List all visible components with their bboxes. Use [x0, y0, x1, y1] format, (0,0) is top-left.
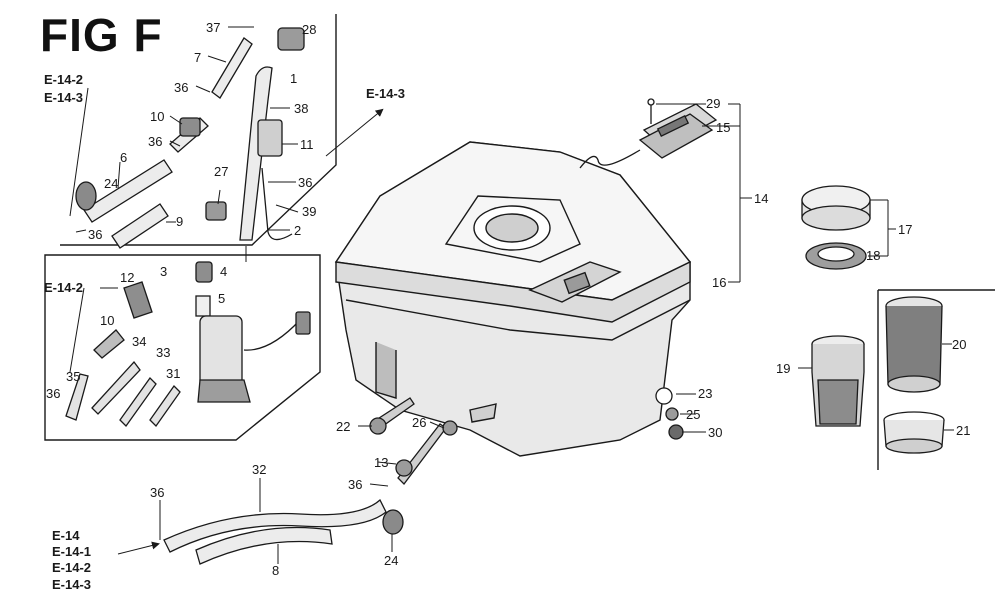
ref-pump-box: E-14-2: [44, 280, 83, 295]
part-label-23: 23: [698, 386, 712, 401]
part-label-39: 39: [302, 204, 316, 219]
part-label-19: 19: [776, 361, 790, 376]
ref-top-left-1: E-14-2: [44, 72, 83, 87]
part-label-6: 6: [120, 150, 127, 165]
upper-hoses: [75, 27, 305, 249]
part-label-34: 34: [132, 334, 146, 349]
part-label-36a: 36: [174, 80, 188, 95]
part-label-33: 33: [156, 345, 170, 360]
part-label-10a: 10: [150, 109, 164, 124]
section-borders: [44, 14, 995, 470]
leader-lines: [69, 26, 954, 564]
part-label-36d: 36: [88, 227, 102, 242]
part-label-2: 2: [294, 223, 301, 238]
part-label-36b: 36: [148, 134, 162, 149]
part-label-26: 26: [412, 415, 426, 430]
fuel-strainers: [811, 296, 945, 454]
part-label-28: 28: [302, 22, 316, 37]
part-label-10b: 10: [100, 313, 114, 328]
part-label-1: 1: [290, 71, 297, 86]
part-label-36f: 36: [348, 477, 362, 492]
part-label-22: 22: [336, 419, 350, 434]
ref-bottom-1: E-14: [52, 528, 80, 543]
bottom-hoses: [163, 387, 684, 565]
part-label-9: 9: [176, 214, 183, 229]
part-label-27: 27: [214, 164, 228, 179]
part-label-36c: 36: [298, 175, 312, 190]
part-label-20: 20: [952, 337, 966, 352]
part-label-31: 31: [166, 366, 180, 381]
part-label-18: 18: [866, 248, 880, 263]
figure-title: FIG F: [40, 9, 163, 61]
fuel-tank: [334, 141, 692, 457]
fuel-gauge: [579, 98, 718, 169]
part-label-37: 37: [206, 20, 220, 35]
part-label-36e: 36: [46, 386, 60, 401]
part-label-3: 3: [160, 264, 167, 279]
part-label-4: 4: [220, 264, 227, 279]
tank-cap: [801, 185, 871, 270]
part-label-13: 13: [374, 455, 388, 470]
part-numbers: 37 28 7 1 36 38 10 36 11 6 27 36 24 39 9…: [46, 20, 970, 578]
part-label-12: 12: [120, 270, 134, 285]
part-label-8: 8: [272, 563, 279, 578]
pump-parts: [65, 261, 311, 428]
reference-labels: E-14-2 E-14-3 E-14-3 E-14-2 E-14 E-14-1 …: [44, 72, 405, 592]
part-label-7: 7: [194, 50, 201, 65]
ref-bottom-2: E-14-1: [52, 544, 91, 559]
part-label-30: 30: [708, 425, 722, 440]
part-label-5: 5: [218, 291, 225, 306]
part-label-11: 11: [300, 137, 314, 152]
part-label-14: 14: [754, 191, 768, 206]
ref-top-left-2: E-14-3: [44, 90, 83, 105]
part-label-35: 35: [66, 369, 80, 384]
part-label-36g: 36: [150, 485, 164, 500]
part-label-25: 25: [686, 407, 700, 422]
ref-tank: E-14-3: [366, 86, 405, 101]
part-label-24a: 24: [104, 176, 118, 191]
part-label-15: 15: [716, 120, 730, 135]
part-label-29: 29: [706, 96, 720, 111]
part-label-32: 32: [252, 462, 266, 477]
part-label-21: 21: [956, 423, 970, 438]
part-label-17: 17: [898, 222, 912, 237]
ref-bottom-3: E-14-2: [52, 560, 91, 575]
part-label-38: 38: [294, 101, 308, 116]
ref-bottom-4: E-14-3: [52, 577, 91, 592]
part-label-16: 16: [712, 275, 726, 290]
part-label-24b: 24: [384, 553, 398, 568]
